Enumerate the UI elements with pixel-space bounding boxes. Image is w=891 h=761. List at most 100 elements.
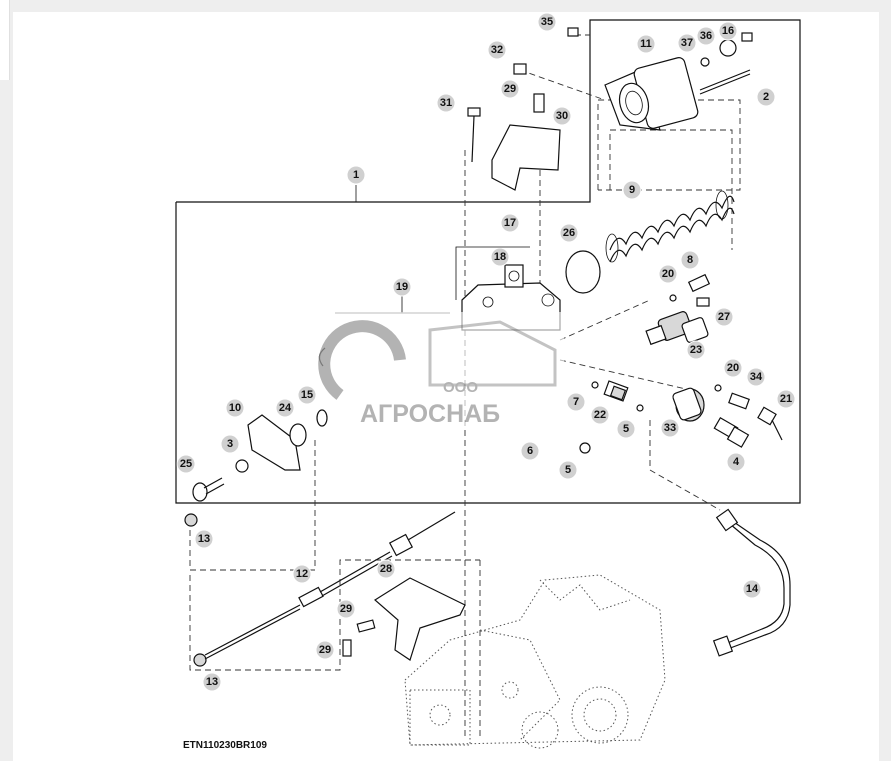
callout-32: 32: [487, 40, 507, 60]
dashed-frame-11: [597, 99, 741, 191]
svg-text:12: 12: [296, 568, 308, 580]
dashed-link-13: [189, 520, 315, 571]
part-22-fitting: [603, 380, 629, 402]
callout-37: 37: [677, 33, 697, 53]
callout-36: 36: [696, 26, 716, 46]
part-10-bracket: [247, 414, 301, 471]
svg-text:13: 13: [206, 676, 218, 688]
svg-text:2: 2: [763, 91, 769, 103]
part-35-screw: [567, 27, 579, 37]
svg-text:20: 20: [727, 362, 739, 374]
callout-27: 27: [714, 307, 734, 327]
callout-5-right: 5: [616, 419, 636, 439]
svg-text:20: 20: [662, 268, 674, 280]
callout-20-upper: 20: [658, 264, 678, 284]
callout-8: 8: [680, 250, 700, 270]
callout-17: 17: [500, 213, 520, 233]
watermark-line1: ООО: [443, 379, 478, 396]
svg-text:36: 36: [700, 30, 712, 42]
callout-29-mid: 29: [336, 599, 356, 619]
svg-text:5: 5: [623, 423, 629, 435]
part-33-valve: [672, 387, 705, 422]
svg-text:10: 10: [229, 402, 241, 414]
watermark-line2: АГРОСНАБ: [360, 400, 500, 428]
callout-25: 25: [176, 454, 196, 474]
svg-text:1: 1: [353, 169, 359, 181]
dashed-frame-9: [609, 129, 733, 250]
svg-text:33: 33: [664, 422, 676, 434]
part-20-oring-lower: [714, 384, 722, 392]
dashed-link-32: [519, 69, 606, 101]
transmission-housing: [404, 574, 666, 749]
dashed-link-14: [649, 420, 721, 511]
assembly-outline: [175, 19, 801, 504]
svg-text:14: 14: [746, 583, 759, 595]
part-20-oring-upper: [669, 294, 677, 302]
callout-29-top: 29: [500, 79, 520, 99]
svg-text:27: 27: [718, 311, 730, 323]
callout-30: 30: [552, 106, 572, 126]
svg-text:8: 8: [687, 254, 693, 266]
svg-text:6: 6: [527, 445, 533, 457]
callout-24: 24: [275, 398, 295, 418]
svg-text:31: 31: [440, 97, 452, 109]
part-13-nut-lower: [193, 653, 207, 667]
callout-5-lower: 5: [558, 460, 578, 480]
part-11-cylinder: [604, 57, 699, 131]
callout-15: 15: [297, 385, 317, 405]
part-4-fitting: [713, 416, 750, 448]
svg-text:15: 15: [301, 389, 313, 401]
callout-19: 19: [392, 277, 412, 297]
callout-18: 18: [490, 247, 510, 267]
part-5-oring-lower: [579, 442, 591, 454]
svg-text:4: 4: [733, 456, 740, 468]
part-25-bolt: [192, 477, 225, 502]
part-14-tube: [712, 508, 791, 657]
part-3-washer: [235, 459, 249, 473]
part-31-bolt: [471, 115, 475, 163]
part-29-screw-low: [342, 639, 352, 657]
svg-text:16: 16: [722, 25, 734, 37]
part-28-bracket: [373, 577, 466, 661]
dashed-link-33: [559, 359, 691, 391]
dashed-link-23: [559, 299, 651, 341]
callout-1: 1: [346, 165, 366, 185]
callout-9: 9: [622, 180, 642, 200]
callout-11: 11: [636, 34, 656, 54]
part-32-nut: [513, 63, 527, 75]
part-13-nut-upper: [184, 513, 198, 527]
part-2-bolt: [699, 69, 751, 91]
callout-31: 31: [436, 93, 456, 113]
callout-21: 21: [776, 389, 796, 409]
callout-10: 10: [225, 398, 245, 418]
svg-text:22: 22: [594, 409, 606, 421]
svg-text:25: 25: [180, 458, 192, 470]
callout-29-low: 29: [315, 640, 335, 660]
callout-35: 35: [537, 12, 557, 32]
svg-text:34: 34: [750, 371, 763, 383]
part-12-cable: [204, 511, 456, 660]
svg-text:32: 32: [491, 44, 503, 56]
svg-text:29: 29: [504, 83, 516, 95]
svg-text:3: 3: [227, 438, 233, 450]
svg-text:28: 28: [380, 563, 392, 575]
callout-28: 28: [376, 559, 396, 579]
svg-text:35: 35: [541, 16, 553, 28]
svg-text:26: 26: [563, 227, 575, 239]
svg-text:21: 21: [780, 393, 792, 405]
watermark-harvester-icon: [428, 320, 557, 387]
part-31-bolt-head: [467, 107, 481, 117]
svg-text:29: 29: [319, 644, 331, 656]
svg-text:19: 19: [396, 281, 408, 293]
part-5-oring-right: [636, 404, 644, 412]
callout-2: 2: [756, 87, 776, 107]
part-30-bracket: [491, 124, 561, 191]
watermark-gear-icon: [318, 320, 406, 400]
svg-text:11: 11: [640, 38, 652, 50]
part-8-fitting: [687, 273, 711, 293]
callout-12: 12: [292, 564, 312, 584]
left-sidebar-strip: [0, 0, 10, 80]
part-36-nut: [719, 39, 737, 57]
part-37-washer: [700, 57, 710, 67]
